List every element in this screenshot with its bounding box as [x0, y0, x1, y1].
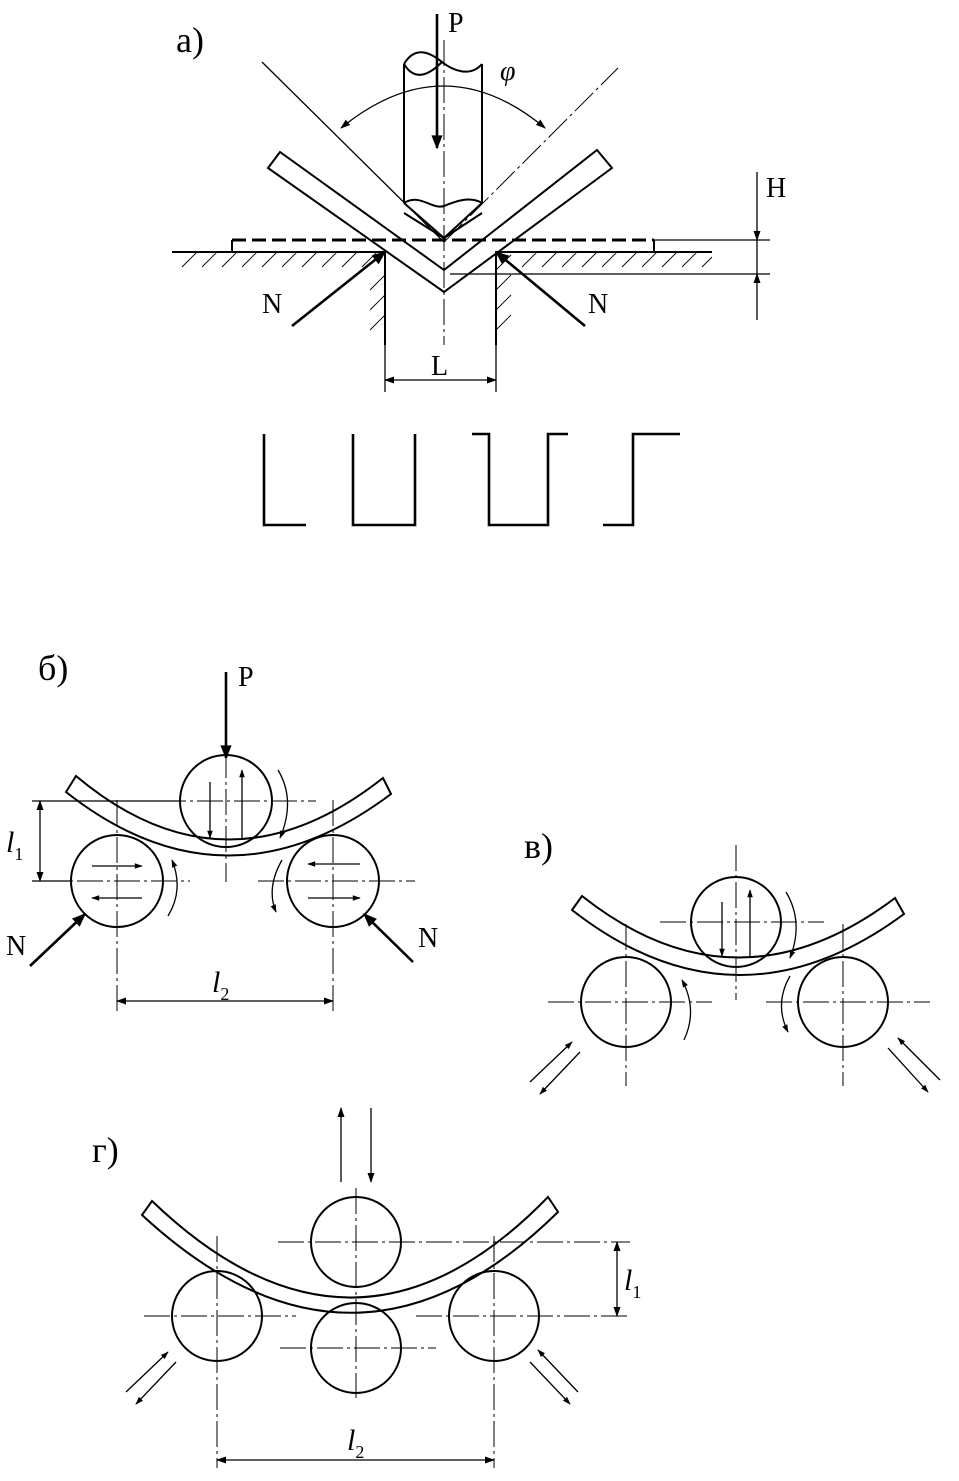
bent-profiles	[262, 432, 680, 527]
profile-z	[603, 432, 680, 527]
profile-u-channel	[351, 434, 417, 527]
dimension-l1-label-g: l1	[624, 1264, 641, 1302]
profile-hat	[472, 432, 568, 527]
dimension-l2-label-g: l2	[347, 1424, 364, 1462]
panel-g-label: г)	[92, 1130, 119, 1170]
reaction-n-label-left-a: N	[262, 289, 282, 320]
punch	[403, 51, 483, 240]
rotation-arrow-top-b	[277, 769, 289, 839]
reaction-n-label-right-b: N	[418, 923, 438, 954]
bent-sheet-v	[266, 148, 614, 294]
force-p-label-a: P	[448, 8, 464, 39]
reaction-n-arrow-right-a	[494, 251, 586, 327]
panel-v: в)	[524, 826, 941, 1095]
die-hatching	[181, 251, 713, 331]
adjust-arrow-left-v-out	[539, 1051, 581, 1095]
profile-angle	[262, 434, 306, 527]
reaction-n-arrow-left-a	[291, 250, 387, 328]
reaction-n-arrow-right-b	[362, 913, 414, 963]
adjust-arrow-right-g-in	[537, 1349, 579, 1393]
panel-v-label: в)	[524, 826, 553, 866]
flat-blank-ends	[231, 240, 655, 252]
curved-sheet-g	[140, 1195, 560, 1314]
adjust-arrow-right-v-out	[887, 1047, 929, 1093]
adjust-arrow-left-v-in	[529, 1041, 573, 1083]
panel-a: а) φ P	[172, 8, 786, 392]
rotation-arrow-right-b	[270, 859, 283, 913]
panel-b: б) P N N l1	[6, 648, 438, 1012]
panel-a-label: а)	[176, 20, 204, 60]
adjust-arrow-left-g-in	[125, 1351, 169, 1393]
adjust-arrow-left-g-out	[135, 1361, 177, 1405]
force-p-label-b: P	[238, 662, 254, 693]
reaction-n-label-right-a: N	[588, 289, 608, 320]
panel-b-label: б)	[38, 648, 68, 688]
curved-sheet-v	[570, 894, 906, 976]
rotation-arrow-left-v	[681, 979, 692, 1041]
dimension-h-label: H	[766, 173, 786, 204]
angle-phi-label: φ	[500, 56, 516, 87]
angle-line-right	[443, 67, 619, 243]
curved-sheet-b	[64, 774, 393, 857]
adjust-arrow-right-g-out	[529, 1361, 571, 1405]
dimension-l2-label-b: l2	[212, 966, 229, 1004]
panel-g: г) l1 l2	[92, 1107, 641, 1468]
dimension-l1-label-b: l1	[6, 826, 23, 864]
reaction-n-arrow-left-b	[29, 913, 87, 967]
rotation-arrow-top-v	[785, 891, 797, 959]
dimension-l-label: L	[431, 351, 448, 382]
reaction-n-label-left-b: N	[6, 931, 26, 962]
rotation-arrow-right-v	[780, 975, 791, 1033]
die-surface	[172, 251, 712, 345]
rotation-arrow-left-b	[167, 859, 178, 917]
angle-arc	[340, 85, 546, 129]
adjust-arrow-right-v-in	[897, 1037, 941, 1081]
